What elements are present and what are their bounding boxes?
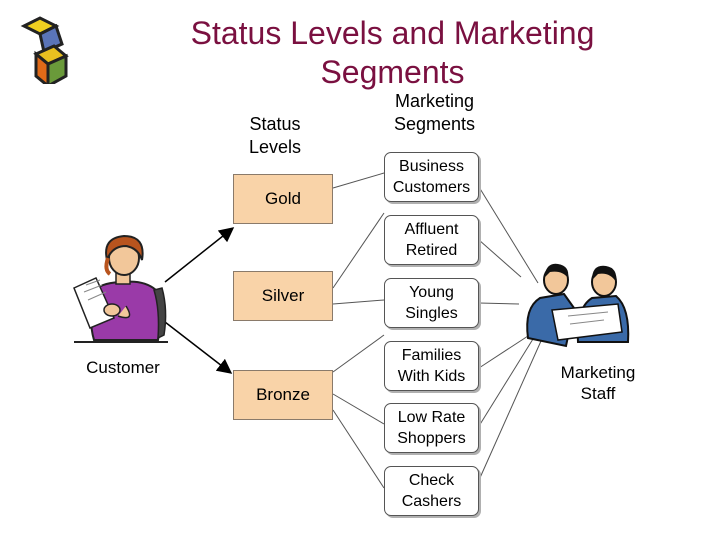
marketing-staff-label: Marketing Staff — [560, 363, 636, 403]
segment-families-with-kids: Families With Kids — [384, 341, 479, 391]
marketing-segments-header: Marketing Segments — [393, 91, 476, 134]
status-level-bronze: Bronze — [233, 370, 333, 420]
status-level-silver: Silver — [233, 271, 333, 321]
segment-affluent-retired: Affluent Retired — [384, 215, 479, 265]
segment-low-rate-shoppers: Low Rate Shoppers — [384, 403, 479, 453]
segment-young-singles: Young Singles — [384, 278, 479, 328]
woman-reading-document-icon — [73, 234, 168, 343]
customer-label: Customer — [86, 358, 160, 377]
two-people-reviewing-document-icon — [526, 263, 630, 348]
page-title: Status Levels and Marketing Segments — [190, 15, 595, 90]
segment-check-cashers: Check Cashers — [384, 466, 479, 516]
colored-cube-logo-icon — [20, 16, 69, 84]
arrow-to-gold — [164, 227, 235, 283]
arrow-to-bronze — [164, 321, 233, 374]
segment-business-customers: Business Customers — [384, 152, 479, 202]
status-level-gold: Gold — [233, 174, 333, 224]
status-levels-header: Status Levels — [248, 114, 302, 157]
